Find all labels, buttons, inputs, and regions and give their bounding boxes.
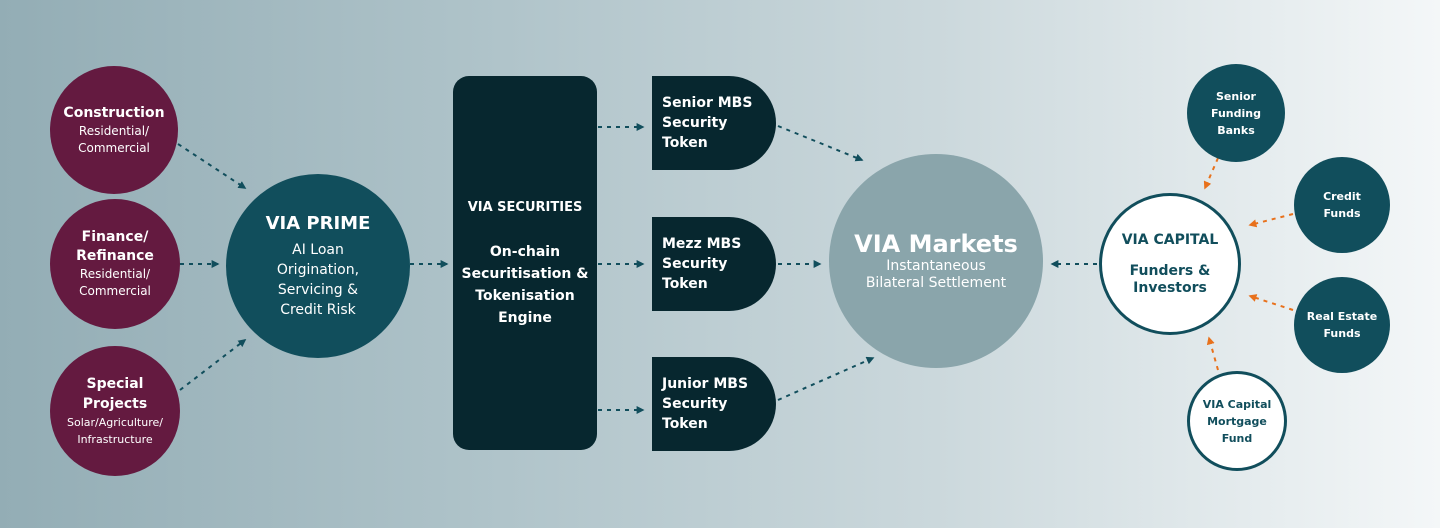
via-prime-subtitle: AI Loan Origination, Servicing & Credit … bbox=[276, 242, 360, 318]
arrow-realestate-to-capital bbox=[1248, 294, 1294, 311]
via-securities-subtitle: On-chain Securitisation & Tokenisation E… bbox=[461, 244, 589, 326]
construction-subtitle: Residential/ Commercial bbox=[78, 123, 150, 155]
via-capital-node: VIA CAPITAL Funders & Investors bbox=[1099, 193, 1241, 335]
senior-funding-banks-label: Senior Funding Banks bbox=[1211, 89, 1261, 137]
credit-funds-node: Credit Funds bbox=[1294, 157, 1390, 253]
arrow-junior-to-markets bbox=[777, 356, 875, 401]
finance-subtitle: Residential/ Commercial bbox=[79, 267, 151, 298]
senior-mbs-token-label: Senior MBS Security Token bbox=[662, 95, 753, 151]
arrow-construction-to-prime bbox=[177, 143, 247, 189]
special-projects-node: Special Projects Solar/Agriculture/ Infr… bbox=[50, 346, 180, 476]
via-securities-node: VIA SECURITIES On-chain Securitisation &… bbox=[453, 76, 597, 450]
via-prime-title: VIA PRIME bbox=[265, 213, 371, 234]
special-title: Special Projects bbox=[82, 376, 148, 412]
junior-mbs-token-label: Junior MBS Security Token bbox=[662, 376, 749, 432]
via-markets-subtitle: Instantaneous Bilateral Settlement bbox=[865, 258, 1007, 291]
via-capital-mortgage-fund-node: VIA Capital Mortgage Fund bbox=[1187, 371, 1287, 471]
finance-refinance-node: Finance/ Refinance Residential/ Commerci… bbox=[50, 199, 180, 329]
mezz-mbs-token: Mezz MBS Security Token bbox=[652, 217, 776, 311]
real-estate-funds-label: Real Estate Funds bbox=[1306, 310, 1378, 340]
arrow-special-to-prime bbox=[179, 339, 247, 391]
credit-funds-label: Credit Funds bbox=[1323, 190, 1361, 220]
senior-funding-banks-node: Senior Funding Banks bbox=[1187, 64, 1285, 162]
via-markets-title: VIA Markets bbox=[854, 230, 1018, 258]
via-securities-title: VIA SECURITIES bbox=[467, 200, 583, 215]
real-estate-funds-node: Real Estate Funds bbox=[1294, 277, 1390, 373]
arrow-senior-to-markets bbox=[777, 125, 864, 162]
arrow-credit-to-capital bbox=[1248, 213, 1294, 228]
via-capital-title: VIA CAPITAL bbox=[1121, 232, 1219, 248]
junior-mbs-token: Junior MBS Security Token bbox=[652, 357, 776, 451]
construction-title: Construction bbox=[63, 104, 165, 121]
via-markets-node: VIA Markets Instantaneous Bilateral Sett… bbox=[829, 154, 1043, 368]
arrow-banks-to-capital bbox=[1203, 157, 1219, 190]
construction-node: Construction Residential/ Commercial bbox=[50, 66, 178, 194]
finance-title: Finance/ Refinance bbox=[76, 229, 154, 264]
via-capital-mortgage-fund-label: VIA Capital Mortgage Fund bbox=[1202, 397, 1272, 445]
senior-mbs-token: Senior MBS Security Token bbox=[652, 76, 776, 170]
mezz-mbs-token-label: Mezz MBS Security Token bbox=[662, 236, 742, 292]
arrow-mortgage-to-capital bbox=[1206, 336, 1219, 371]
via-prime-node: VIA PRIME AI Loan Origination, Servicing… bbox=[226, 174, 410, 358]
special-subtitle: Solar/Agriculture/ Infrastructure bbox=[67, 416, 163, 446]
via-capital-subtitle: Funders & Investors bbox=[1129, 263, 1211, 296]
